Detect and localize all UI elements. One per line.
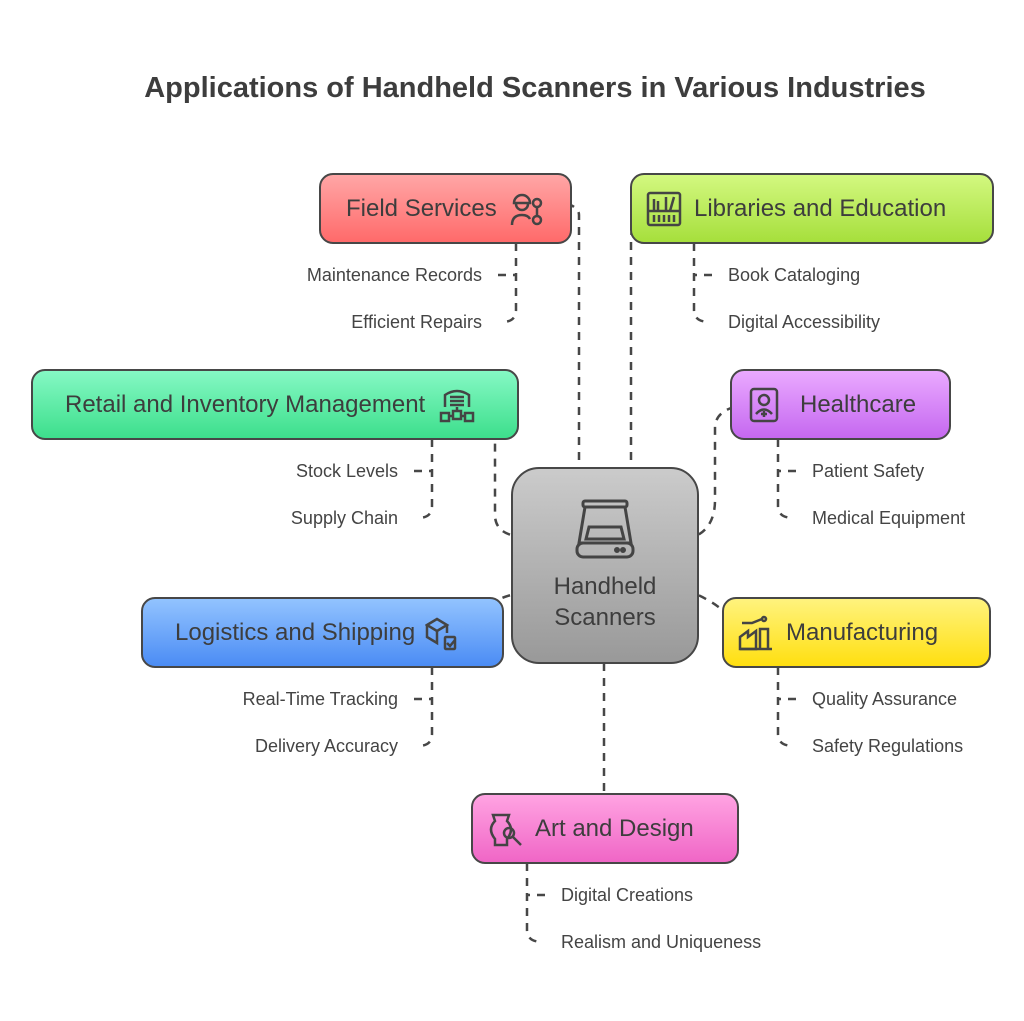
technician-icon xyxy=(510,193,542,225)
bracket-art xyxy=(525,863,545,944)
category-label: Libraries and Education xyxy=(694,194,947,222)
vase-brush-icon xyxy=(489,813,522,846)
connector-libraries xyxy=(629,211,643,475)
bracket-libraries xyxy=(692,243,712,324)
item-safety-regulations: Safety Regulations xyxy=(812,736,964,756)
bracket-healthcare xyxy=(776,439,796,520)
item-quality-assurance: Quality Assurance xyxy=(812,689,958,709)
bracket-field xyxy=(498,243,518,324)
item-digital-creations: Digital Creations xyxy=(561,885,694,905)
bracket-retail xyxy=(414,439,434,520)
medical-badge-icon xyxy=(749,387,779,422)
item-realism-uniqueness: Realism and Uniqueness xyxy=(561,932,762,952)
item-maintenance-records: Maintenance Records xyxy=(306,265,482,285)
category-field-services: Field Services xyxy=(319,173,572,244)
category-label: Manufacturing xyxy=(786,618,939,646)
item-patient-safety: Patient Safety xyxy=(812,461,925,481)
package-tracking-icon xyxy=(425,617,457,650)
diagram-title: Applications of Handheld Scanners in Var… xyxy=(144,72,926,104)
bracket-logistics xyxy=(414,667,434,748)
bookshelf-icon xyxy=(646,191,682,226)
item-digital-accessibility: Digital Accessibility xyxy=(728,312,881,332)
factory-icon xyxy=(738,615,772,650)
item-stock-levels: Stock Levels xyxy=(295,461,398,481)
item-supply-chain: Supply Chain xyxy=(290,508,398,528)
category-label: Logistics and Shipping xyxy=(175,618,416,646)
category-art-design: Art and Design xyxy=(471,793,739,864)
category-label: Healthcare xyxy=(800,390,917,418)
category-label: Retail and Inventory Management xyxy=(65,390,426,418)
category-retail-inventory: Retail and Inventory Management xyxy=(31,369,519,440)
connector-field xyxy=(564,201,581,475)
item-efficient-repairs: Efficient Repairs xyxy=(351,312,482,332)
category-libraries-education: Libraries and Education xyxy=(630,173,994,244)
scanner-icon xyxy=(575,499,635,558)
category-logistics-shipping: Logistics and Shipping xyxy=(141,597,504,668)
category-label: Field Services xyxy=(346,194,497,222)
item-medical-equipment: Medical Equipment xyxy=(812,508,966,528)
center-node-handheld-scanners: Handheld Scanners xyxy=(511,467,699,664)
center-label-line1: Handheld xyxy=(553,572,657,600)
category-label: Art and Design xyxy=(535,814,694,842)
category-healthcare: Healthcare xyxy=(730,369,951,440)
item-real-time-tracking: Real-Time Tracking xyxy=(242,689,398,709)
category-manufacturing: Manufacturing xyxy=(722,597,991,668)
bracket-manufacturing xyxy=(776,667,796,748)
item-book-cataloging: Book Cataloging xyxy=(728,265,861,285)
center-label-line2: Scanners xyxy=(554,603,656,631)
item-delivery-accuracy: Delivery Accuracy xyxy=(254,736,398,756)
connector-manufacturing xyxy=(684,593,736,623)
connector-healthcare xyxy=(684,403,746,537)
warehouse-icon xyxy=(439,389,475,422)
